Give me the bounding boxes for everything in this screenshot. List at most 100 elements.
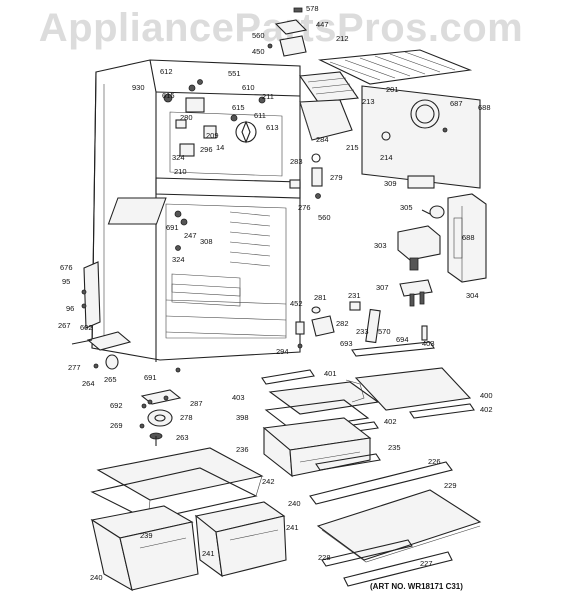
part-number-label: 213: [362, 97, 375, 106]
part-number-label: 242: [262, 477, 275, 486]
ice-bucket: [299, 99, 353, 141]
part-number-label: 403: [422, 339, 435, 348]
part-number-label: 283: [290, 157, 303, 166]
part-number-label: 96: [66, 304, 74, 313]
part-number-label: 398: [236, 413, 249, 422]
part-number-label: 401: [324, 369, 337, 378]
part-number-label: 201: [386, 85, 399, 94]
part-number-label: 282: [336, 319, 349, 328]
part-number-label: 264: [82, 379, 95, 388]
part-number-label: 241: [286, 523, 299, 532]
part-number-label: 400: [480, 391, 493, 400]
part-number-label: 402: [384, 417, 397, 426]
part-number-label: 277: [68, 363, 81, 372]
part-number-label: 278: [180, 413, 193, 422]
freezer-wire-shelf: [317, 49, 473, 85]
part-number-label: 450: [252, 47, 265, 56]
part-number-label: 229: [444, 481, 457, 490]
part-number-label: 294: [276, 347, 289, 356]
part-number-label: 688: [478, 103, 491, 112]
part-number-label: 305: [400, 203, 413, 212]
part-number-label: 231: [348, 291, 361, 300]
part-number-label: 304: [466, 291, 479, 300]
part-number-label: 613: [266, 123, 279, 132]
part-number-label: 240: [288, 499, 301, 508]
rating-label: [407, 175, 435, 189]
part-number-label: 403: [232, 393, 245, 402]
part-number-label: 280: [180, 113, 193, 122]
part-number-label: 610: [242, 83, 255, 92]
part-number-label: 214: [380, 153, 393, 162]
part-number-label: 452: [290, 299, 303, 308]
part-number-label: 694: [396, 335, 409, 344]
part-number-label: 212: [336, 34, 349, 43]
part-number-label: 269: [110, 421, 123, 430]
part-number-label: 611: [254, 111, 266, 120]
left-hinge-parts: [71, 261, 305, 373]
part-number-label: 241: [202, 549, 215, 558]
part-number-label: 276: [298, 203, 311, 212]
part-number-label: 209: [206, 131, 219, 140]
part-number-label: 279: [330, 173, 343, 182]
part-number-label: 930: [132, 83, 145, 92]
part-number-label: 570: [378, 327, 391, 336]
part-number-label: 296: [200, 145, 213, 154]
part-number-label: 602: [80, 323, 93, 332]
part-number-label: 14: [216, 143, 224, 152]
part-number-label: 284: [316, 135, 329, 144]
part-number-label: 676: [60, 263, 73, 272]
part-number-label: 551: [228, 69, 241, 78]
part-number-label: 307: [376, 283, 389, 292]
part-number-label: 95: [62, 277, 70, 286]
part-number-label: 692: [110, 401, 123, 410]
part-number-label: 281: [314, 293, 327, 302]
ice-tray: [299, 71, 359, 103]
art-number: (ART NO. WR18171 C31): [370, 582, 463, 591]
part-number-label: 287: [190, 399, 203, 408]
part-number-label: 240: [90, 573, 103, 582]
part-number-label: 447: [316, 20, 329, 29]
evaporator-cover: [361, 85, 481, 189]
part-number-label: 236: [236, 445, 249, 454]
part-number-label: 693: [340, 339, 353, 348]
part-number-label: 233: [356, 327, 369, 336]
part-number-label: 687: [450, 99, 463, 108]
part-number-label: 615: [232, 103, 245, 112]
control-housing: [447, 193, 487, 283]
part-number-label: 239: [140, 531, 153, 540]
light-socket: [289, 153, 323, 199]
part-number-label: 247: [184, 231, 197, 240]
part-number-label: 560: [252, 31, 265, 40]
meat-pan-drawer: [262, 417, 381, 478]
part-number-label: 303: [374, 241, 387, 250]
air-damper: [397, 225, 441, 271]
part-number-label: 309: [384, 179, 397, 188]
part-number-label: 560: [318, 213, 331, 222]
part-number-label: 324: [172, 153, 185, 162]
part-number-label: 228: [318, 553, 331, 562]
part-number-label: 210: [174, 167, 187, 176]
cabinet: [91, 59, 301, 362]
roller-assembly: [139, 389, 182, 446]
part-number-label: 612: [160, 67, 173, 76]
left-misc-parts: [107, 197, 188, 251]
part-number-label: 308: [200, 237, 213, 246]
lower-glass-shelf: [309, 461, 482, 587]
part-number-label: 688: [462, 233, 475, 242]
glass-shelf-assembly: [261, 341, 475, 437]
part-number-label: 578: [306, 4, 319, 13]
part-number-label: 265: [104, 375, 117, 384]
part-number-label: 691: [166, 223, 179, 232]
part-number-label: 615: [162, 91, 175, 100]
part-number-label: 227: [420, 559, 433, 568]
thermostat: [399, 279, 433, 307]
part-number-label: 324: [172, 255, 185, 264]
part-number-label: 263: [176, 433, 189, 442]
crisper-cover: [90, 447, 264, 521]
part-number-label: 215: [346, 143, 359, 152]
part-number-label: 691: [144, 373, 157, 382]
part-number-label: 402: [480, 405, 493, 414]
control-knob: [421, 205, 445, 219]
